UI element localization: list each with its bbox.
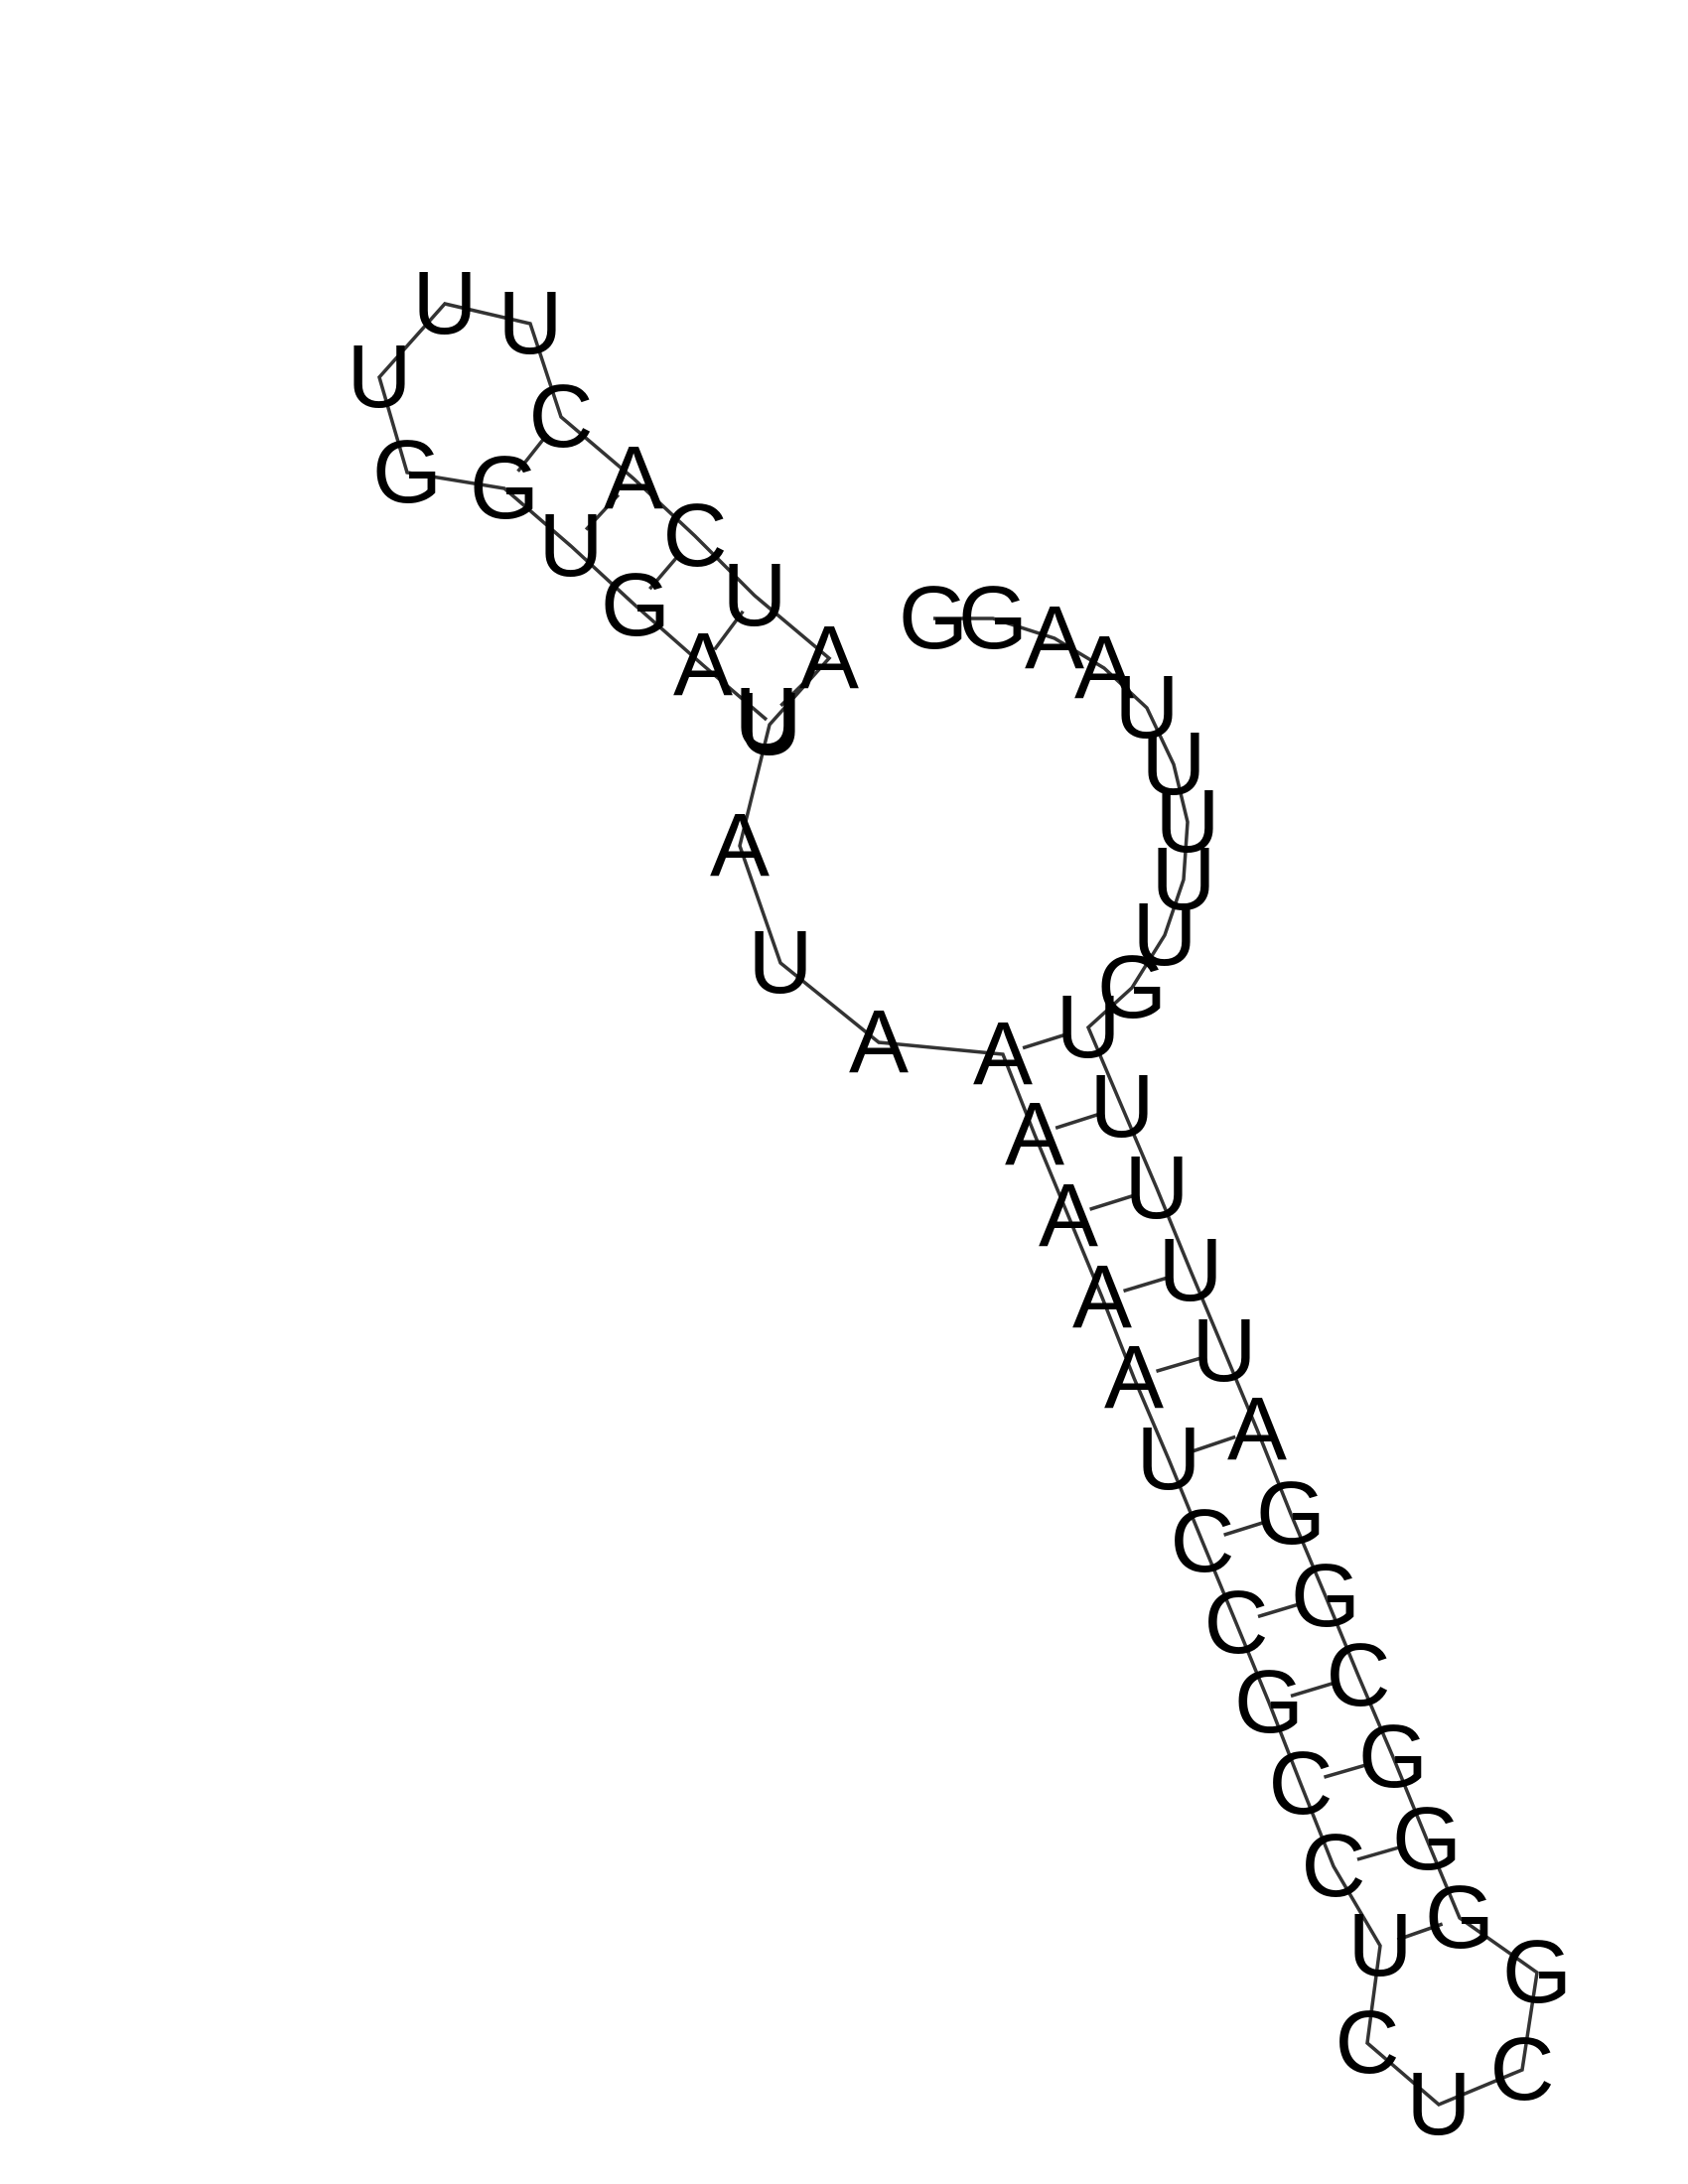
nucleotide-31: C: [1204, 1573, 1269, 1673]
base-pair-bond: [1356, 1844, 1404, 1861]
nucleotide-30: G: [1234, 1653, 1304, 1752]
nucleotide-8: U: [1152, 830, 1216, 929]
nucleotide-45: C: [663, 486, 728, 586]
base-pair-bond: [1323, 1762, 1371, 1779]
nucleotide-20: G: [1358, 1707, 1428, 1807]
nucleotide-16: A: [1227, 1380, 1287, 1479]
nucleotide-43: A: [799, 609, 859, 708]
nucleotide-7: U: [1156, 772, 1220, 872]
nucleotide-33: U: [1137, 1410, 1201, 1509]
nucleotide-18: G: [1291, 1547, 1360, 1646]
base-pair-bond: [1055, 1112, 1102, 1130]
nucleotides: GGAAUUUUUGUUUUUAGGCGGGGCUCUCCGCCUAAAAAAU…: [348, 254, 1573, 2154]
nucleotide-32: C: [1171, 1492, 1235, 1591]
nucleotide-29: C: [1269, 1734, 1334, 1834]
nucleotide-24: C: [1490, 2020, 1555, 2119]
nucleotide-52: G: [470, 439, 539, 538]
nucleotide-23: G: [1502, 1923, 1572, 2022]
nucleotide-2: G: [958, 569, 1028, 668]
base-pair-bond: [1022, 1031, 1069, 1050]
base-pair-bond: [1290, 1680, 1337, 1699]
nucleotide-14: U: [1159, 1221, 1223, 1320]
base-pair-bond: [1123, 1275, 1170, 1294]
nucleotide-21: G: [1392, 1790, 1462, 1889]
nucleotide-56: U: [735, 670, 799, 769]
nucleotide-49: U: [413, 254, 478, 353]
nucleotide-51: G: [372, 423, 442, 522]
base-pair-bond: [1396, 1922, 1444, 1942]
nucleotide-3: A: [1025, 589, 1084, 688]
nucleotide-38: A: [973, 1005, 1033, 1104]
nucleotide-35: A: [1072, 1248, 1132, 1347]
nucleotide-42: U: [738, 675, 802, 774]
nucleotide-13: U: [1125, 1139, 1190, 1238]
nucleotide-4: A: [1074, 618, 1134, 718]
nucleotide-46: A: [604, 429, 663, 528]
base-pair-bond: [1190, 1434, 1236, 1454]
nucleotide-44: U: [723, 546, 787, 645]
nucleotide-36: A: [1039, 1166, 1098, 1266]
nucleotide-15: U: [1193, 1301, 1257, 1401]
nucleotide-9: U: [1133, 886, 1197, 985]
nucleotide-12: U: [1090, 1057, 1155, 1157]
nucleotide-5: U: [1115, 658, 1180, 757]
nucleotide-11: U: [1056, 978, 1121, 1077]
nucleotide-28: C: [1302, 1817, 1366, 1916]
nucleotide-50: U: [348, 328, 412, 427]
nucleotide-47: C: [529, 367, 594, 467]
nucleotide-17: G: [1256, 1464, 1326, 1564]
base-pair-bond: [1257, 1600, 1305, 1619]
nucleotide-19: C: [1327, 1626, 1391, 1725]
nucleotide-26: C: [1336, 1993, 1400, 2093]
nucleotide-53: U: [539, 496, 604, 596]
base-pair-bond: [1089, 1193, 1136, 1211]
backbone: [377, 302, 1539, 2108]
base-pair-bond: [713, 610, 745, 651]
base-pair-bond: [1155, 1355, 1203, 1374]
nucleotide-37: A: [1005, 1085, 1064, 1184]
nucleotide-1: G: [899, 569, 968, 668]
nucleotide-48: U: [498, 274, 563, 373]
nucleotide-22: G: [1425, 1868, 1494, 1968]
nucleotide-39: A: [849, 993, 909, 1092]
base-pair-bonds: [516, 433, 1444, 1942]
nucleotide-55: A: [673, 615, 733, 715]
base-pair-bond: [648, 551, 682, 591]
nucleotide-41: A: [710, 796, 770, 895]
nucleotide-6: U: [1142, 715, 1206, 814]
backbone-line: [377, 302, 1539, 2108]
nucleotide-54: G: [601, 556, 670, 655]
base-pair-bond: [1223, 1519, 1270, 1537]
base-pair-bond: [584, 493, 621, 531]
base-pair-bond: [779, 670, 816, 708]
nucleotide-10: G: [1097, 938, 1167, 1037]
nucleotide-27: U: [1348, 1896, 1413, 1995]
nucleotide-40: U: [749, 913, 813, 1013]
nucleotide-34: A: [1104, 1328, 1164, 1428]
nucleotide-25: U: [1407, 2055, 1472, 2154]
base-pair-bond: [516, 433, 549, 473]
